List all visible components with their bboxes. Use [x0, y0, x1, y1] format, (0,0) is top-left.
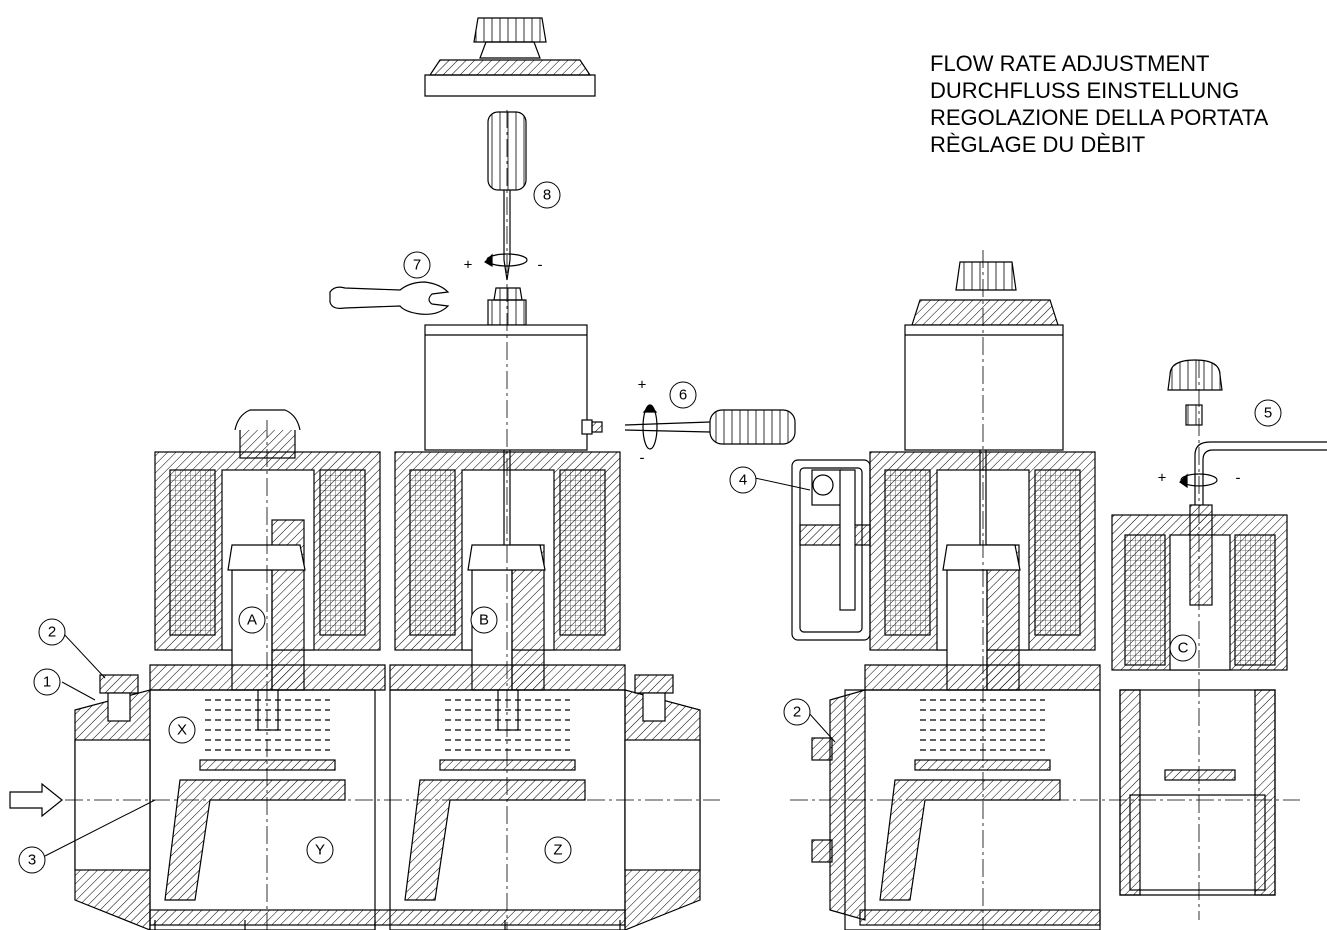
adjustment-knob [424, 17, 596, 97]
chamber-label-y: Y [315, 842, 325, 859]
minus-sign-6: - [640, 450, 645, 467]
inlet-arrow [9, 782, 63, 818]
callout-4: 4 [739, 472, 747, 489]
side-valve-c [1111, 504, 1288, 896]
minus-sign-7: - [538, 257, 543, 274]
title-block: FLOW RATE ADJUSTMENT DURCHFLUSS EINSTELL… [930, 50, 1327, 158]
valve-body-right [811, 689, 1101, 930]
coil-right [869, 450, 1096, 691]
chamber-label-x: X [177, 722, 187, 739]
chamber-label-a: A [247, 612, 257, 629]
plus-sign-6: + [638, 377, 647, 394]
rotation-arrow-8 [484, 253, 528, 268]
title-line-french: RÈGLAGE DU DÈBIT [930, 132, 1146, 157]
chamber-label-b: B [479, 612, 489, 629]
plunger-b [467, 544, 546, 731]
spring-b [445, 699, 570, 751]
callout-2-right: 2 [793, 704, 801, 721]
actuator-housing-left [424, 324, 603, 451]
coil-a [154, 409, 381, 651]
allen-key-5 [1179, 441, 1327, 505]
chamber-label-z: Z [553, 842, 562, 859]
title-line-english: FLOW RATE ADJUSTMENT [930, 51, 1210, 76]
callout-8: 8 [543, 187, 551, 204]
callout-7: 7 [413, 257, 421, 274]
callout-3: 3 [28, 852, 36, 869]
callout-6: 6 [679, 387, 687, 404]
chamber-label-c: C [1178, 640, 1189, 657]
spring-a [205, 699, 330, 751]
callout-1: 1 [43, 674, 51, 691]
title-line-italian: REGOLAZIONE DELLA PORTATA [930, 105, 1269, 130]
actuator-housing-right [904, 261, 1064, 451]
callout-5: 5 [1264, 405, 1272, 422]
plus-sign-7: + [464, 257, 473, 274]
wrench-7 [329, 281, 450, 315]
screwdriver-6 [624, 404, 796, 450]
minus-sign-5: - [1236, 470, 1241, 487]
valve-body-left [74, 689, 701, 930]
control-box-4 [791, 459, 871, 641]
screwdriver-8 [487, 111, 527, 281]
plus-sign-5: + [1158, 470, 1167, 487]
callout-2: 2 [48, 624, 56, 641]
knob-5 [1167, 359, 1223, 426]
title-line-german: DURCHFLUSS EINSTELLUNG [930, 78, 1240, 103]
